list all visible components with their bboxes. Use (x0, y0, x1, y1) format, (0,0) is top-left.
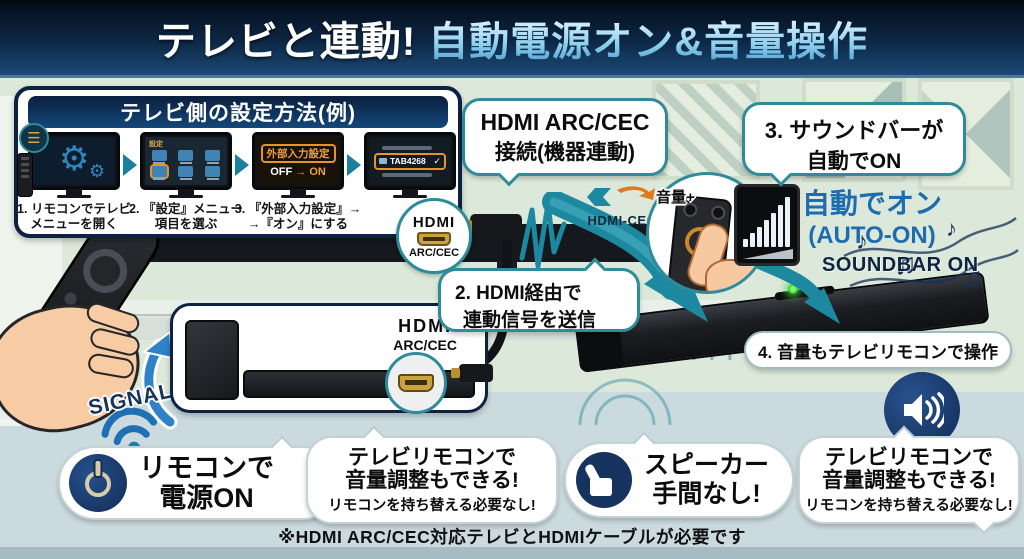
next-arrow-icon (235, 154, 249, 176)
external-input-setting-box: 外部入力設定 (260, 144, 336, 163)
picture-icon (151, 150, 167, 161)
soundbar-on-label: SOUNDBAR ON (822, 254, 979, 276)
hdmi-arc-cec-label: HDMI ARC/CEC (393, 316, 457, 353)
check-icon: ✓ (433, 155, 441, 166)
selected-device-row: TAB4268 ✓ (374, 152, 446, 170)
network-icon (178, 166, 194, 177)
thumbs-up-icon (576, 452, 632, 508)
settings-panel-header: テレビ側の設定方法(例) (28, 96, 448, 128)
menu-icon: ☰ (19, 123, 49, 153)
hdmi-plug-icon (460, 214, 522, 240)
screen2-content: 設定 (145, 137, 227, 185)
hdmi-plug-icon (451, 364, 493, 382)
hdmi-arc-cec-badge: HDMI ARC/CEC (396, 198, 472, 274)
arc-cec-label: ARC/CEC (408, 246, 460, 259)
title-part-1: テレビと連動! (155, 19, 417, 64)
hdmi-cec-logo: HDMI-CEC (576, 184, 668, 228)
tv-screen-1: ☰ ⚙ ⚙ (17, 123, 120, 197)
volume-wedge (743, 249, 793, 259)
screen2-title: 設定 (149, 141, 163, 148)
hdmi-connection-bubble: HDMI ARC/CEC 接続(機器連動) (462, 98, 668, 187)
hdmi-port-icon (398, 374, 434, 392)
tv-screen-3: 外部入力設定 OFF → ON (252, 132, 344, 190)
hdmi-cec-logo-icon (587, 186, 655, 206)
tv-remote-volume-bubble: テレビリモコンで 音量調整もできる! リモコンを持ち替える必要なし! (306, 425, 558, 524)
settings-step-1: ☰ ⚙ ⚙ 1. リモコンでテレビ メニューを開く (17, 123, 131, 232)
power-icon (69, 454, 127, 512)
tv-remote-volume-bubble-2: テレビリモコンで 音量調整もできる! リモコンを持ち替える必要なし! (798, 425, 1020, 535)
settings-gear-icon-highlighted (149, 164, 169, 179)
settings-step-3: 外部入力設定 OFF → ON 3. 『外部入力設定』→ →『オン』にする (235, 132, 361, 232)
step2-caption: 2. 『設定』メニュー 項目を選ぶ (129, 202, 243, 231)
step3-caption: 3. 『外部入力設定』→ →『オン』にする (234, 202, 362, 231)
list-item-placeholder (382, 172, 433, 177)
hdmi-cec-label: HDMI-CEC (587, 213, 657, 228)
sound-icon (178, 150, 194, 161)
input-icon (205, 150, 221, 161)
footer-note: ※HDMI ARC/CEC対応テレビとHDMIケーブルが必要です (278, 527, 746, 547)
tv-settings-panel: テレビ側の設定方法(例) ☰ ⚙ ⚙ 1. リモコンでテレビ メニューを開く (14, 86, 462, 238)
speaker-icon (904, 392, 944, 428)
list-item-placeholder (382, 145, 433, 150)
subwoofer (185, 320, 239, 400)
page-title: テレビと連動! 自動電源オン&音量操作 (156, 9, 868, 67)
signal-zigzag-icon (519, 201, 567, 269)
floor-edge (0, 547, 1024, 559)
auto-on-text: 自動でオン (AUTO-ON) (801, 188, 942, 249)
gear-icon: ⚙ (59, 140, 90, 178)
screen4-content: TAB4268 ✓ (369, 137, 451, 185)
no-hassle-text: スピーカー 手間なし! (644, 451, 770, 508)
hdmi-port-magnifier (385, 352, 447, 414)
screen3-content: 外部入力設定 OFF → ON (257, 137, 339, 185)
step3-bubble: 3. サウンドバーが 自動でON (742, 102, 966, 187)
tv-screen-2: 設定 (140, 132, 232, 190)
step4-bubble: 4. 音量もテレビリモコンで操作 (744, 331, 1012, 369)
no-hassle-bubble: スピーカー 手間なし! (564, 431, 794, 518)
step1-caption: 1. リモコンでテレビ メニューを開く (17, 202, 131, 231)
music-note-icon: ♫ (962, 262, 983, 293)
misc-icon (205, 166, 221, 177)
signal-up-arrow (141, 330, 178, 430)
hdmi-logo-text: HDMI (412, 213, 456, 231)
music-note-icon: ♫ (894, 248, 917, 281)
settings-icon-grid (149, 150, 223, 180)
tv-screen-4: TAB4268 ✓ (364, 132, 456, 190)
step2-bubble: 2. HDMI経由で 連動信号を送信 (438, 257, 640, 332)
remote-dpad (74, 240, 136, 302)
settings-step-result: TAB4268 ✓ (362, 132, 458, 190)
music-staff-lines (843, 217, 1019, 288)
settings-steps-row: ☰ ⚙ ⚙ 1. リモコンでテレビ メニューを開く 設定 (17, 123, 458, 232)
power-led-green (788, 284, 798, 294)
hdmi-port-icon (417, 231, 451, 246)
power-on-bubble: リモコンで 電源ON (58, 435, 340, 520)
next-arrow-icon (347, 154, 361, 176)
title-part-2: 自動電源オン&音量操作 (428, 19, 869, 64)
volume-level-display (734, 184, 800, 266)
gear-icon: ⚙ (89, 161, 106, 181)
title-bar: テレビと連動! 自動電源オン&音量操作 (0, 0, 1024, 78)
off-on-row: OFF → ON (270, 166, 326, 178)
settings-step-2: 設定 2. 『設定』メニュー 項目を選ぶ (129, 132, 243, 232)
music-note-icon: ♪ (856, 228, 868, 255)
next-arrow-icon (123, 154, 137, 176)
soundbar-product-panel: HDMI ARC/CEC (170, 303, 493, 414)
device-icon (379, 158, 387, 164)
music-note-icon: ♪ (946, 216, 957, 241)
power-on-text: リモコンで 電源ON (139, 452, 274, 513)
mini-remote-icon (17, 153, 33, 197)
volume-plus-label: 音量+ (656, 189, 695, 206)
